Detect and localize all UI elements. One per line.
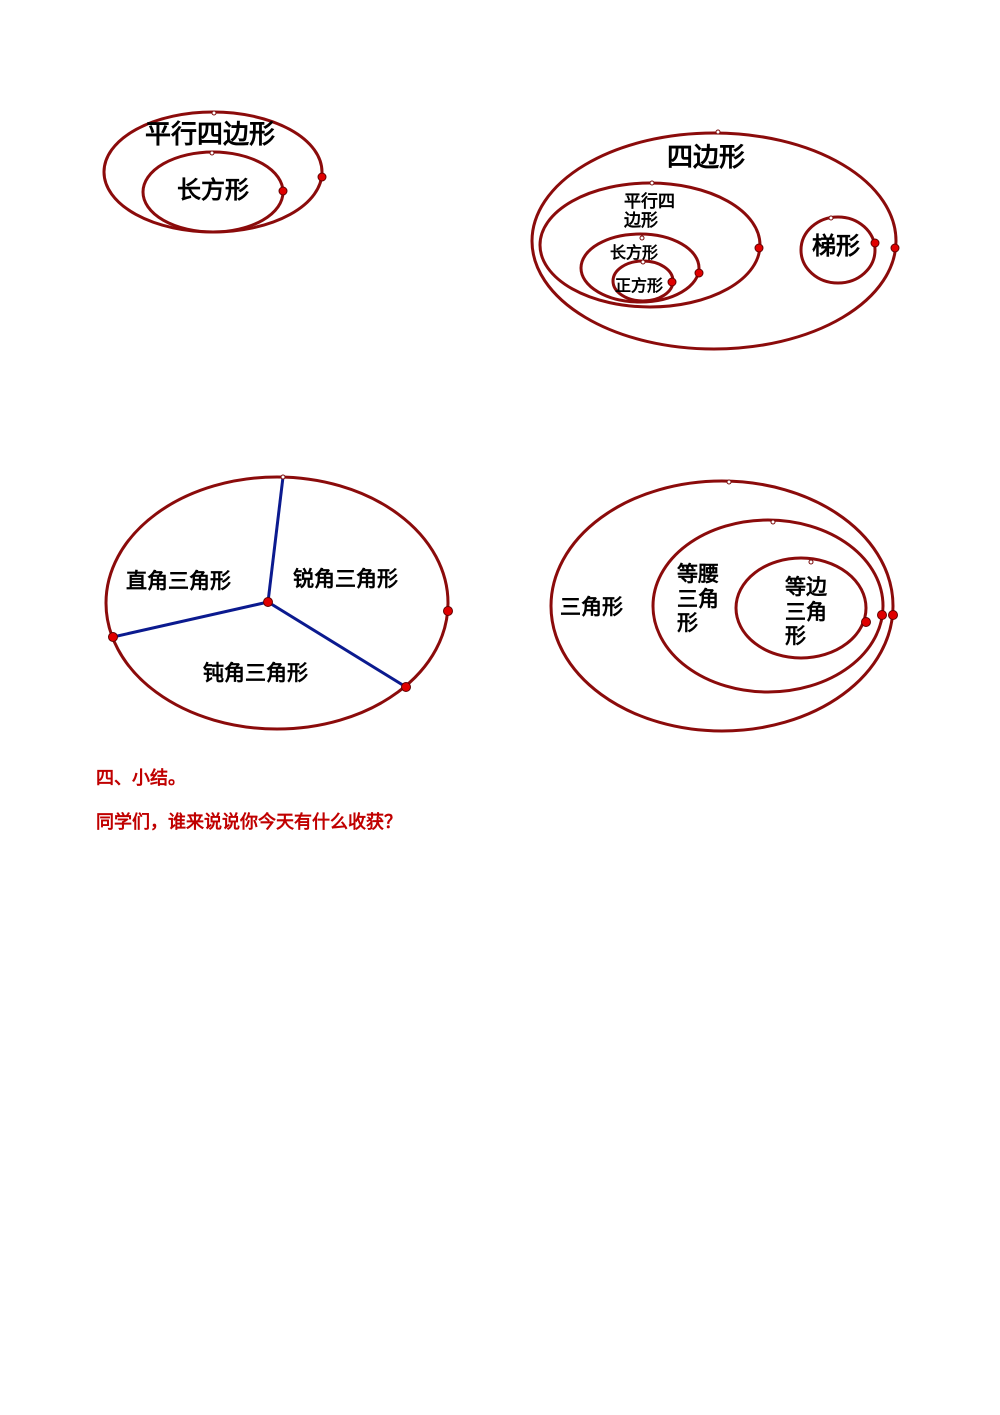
label-obtuse-triangle: 钝角三角形 bbox=[203, 661, 308, 685]
equilateral-ellipse bbox=[734, 556, 868, 660]
control-point bbox=[770, 519, 776, 525]
drag-point[interactable] bbox=[888, 610, 898, 620]
drag-point[interactable] bbox=[870, 238, 880, 248]
divider-line-right bbox=[267, 600, 407, 689]
control-point bbox=[211, 110, 217, 116]
label-equilateral-2: 三角 bbox=[785, 600, 827, 624]
label-rectangle: 长方形 bbox=[610, 243, 658, 262]
control-point bbox=[828, 215, 834, 221]
label-rectangle: 长方形 bbox=[177, 176, 249, 204]
control-point bbox=[649, 180, 655, 186]
section-heading: 四、小结。 bbox=[96, 768, 186, 789]
diagram-triangles-by-side: 三角形 等腰 三角 形 等边 三角 形 bbox=[549, 479, 898, 733]
drag-point[interactable] bbox=[401, 682, 411, 692]
drag-point[interactable] bbox=[694, 268, 704, 278]
label-trapezoid: 梯形 bbox=[812, 232, 860, 260]
label-equilateral-1: 等边 bbox=[785, 575, 828, 599]
divider-line-top bbox=[266, 476, 285, 603]
drag-point[interactable] bbox=[754, 243, 764, 253]
label-acute-triangle: 锐角三角形 bbox=[293, 567, 398, 591]
center-point[interactable] bbox=[263, 597, 273, 607]
label-right-triangle: 直角三角形 bbox=[126, 569, 231, 593]
label-isosceles-3: 形 bbox=[677, 611, 698, 635]
control-point bbox=[715, 129, 721, 135]
trapezoid-ellipse bbox=[799, 215, 877, 285]
drag-point[interactable] bbox=[278, 186, 288, 196]
control-point bbox=[209, 150, 215, 156]
triangle-ellipse bbox=[104, 475, 450, 731]
quadrilateral-ellipse bbox=[530, 131, 898, 351]
drag-point[interactable] bbox=[667, 277, 677, 287]
label-isosceles-1: 等腰 bbox=[677, 562, 719, 586]
label-quadrilateral: 四边形 bbox=[667, 143, 745, 173]
label-equilateral-3: 形 bbox=[785, 624, 806, 648]
drag-point[interactable] bbox=[861, 617, 871, 627]
label-parallelogram: 平行四边形 bbox=[145, 119, 275, 150]
control-point bbox=[280, 474, 286, 480]
triangle-ellipse bbox=[549, 479, 895, 733]
label-triangle: 三角形 bbox=[560, 595, 623, 619]
diagram-quadrilaterals: 四边形 平行四 边形 长方形 正方形 梯形 bbox=[530, 129, 900, 351]
drag-point[interactable] bbox=[877, 610, 887, 620]
control-point bbox=[726, 479, 732, 485]
section-prompt: 同学们，谁来说说你今天有什么收获？ bbox=[96, 812, 402, 833]
label-square: 正方形 bbox=[615, 276, 663, 295]
label-parallelogram-1: 平行四 bbox=[624, 191, 675, 212]
label-isosceles-2: 三角 bbox=[677, 587, 719, 611]
drag-point[interactable] bbox=[443, 606, 453, 616]
diagram-parallelogram-rectangle: 平行四边形 长方形 bbox=[102, 110, 327, 234]
isosceles-ellipse bbox=[651, 518, 885, 694]
control-point bbox=[808, 559, 814, 565]
divider-line-left bbox=[112, 600, 269, 639]
label-parallelogram-2: 边形 bbox=[623, 210, 658, 231]
drag-point[interactable] bbox=[317, 172, 327, 182]
drag-point[interactable] bbox=[890, 243, 900, 253]
drag-point[interactable] bbox=[108, 632, 118, 642]
control-point bbox=[639, 235, 645, 241]
control-point bbox=[640, 259, 646, 265]
diagram-triangles-by-angle: 直角三角形 锐角三角形 钝角三角形 bbox=[104, 474, 453, 731]
